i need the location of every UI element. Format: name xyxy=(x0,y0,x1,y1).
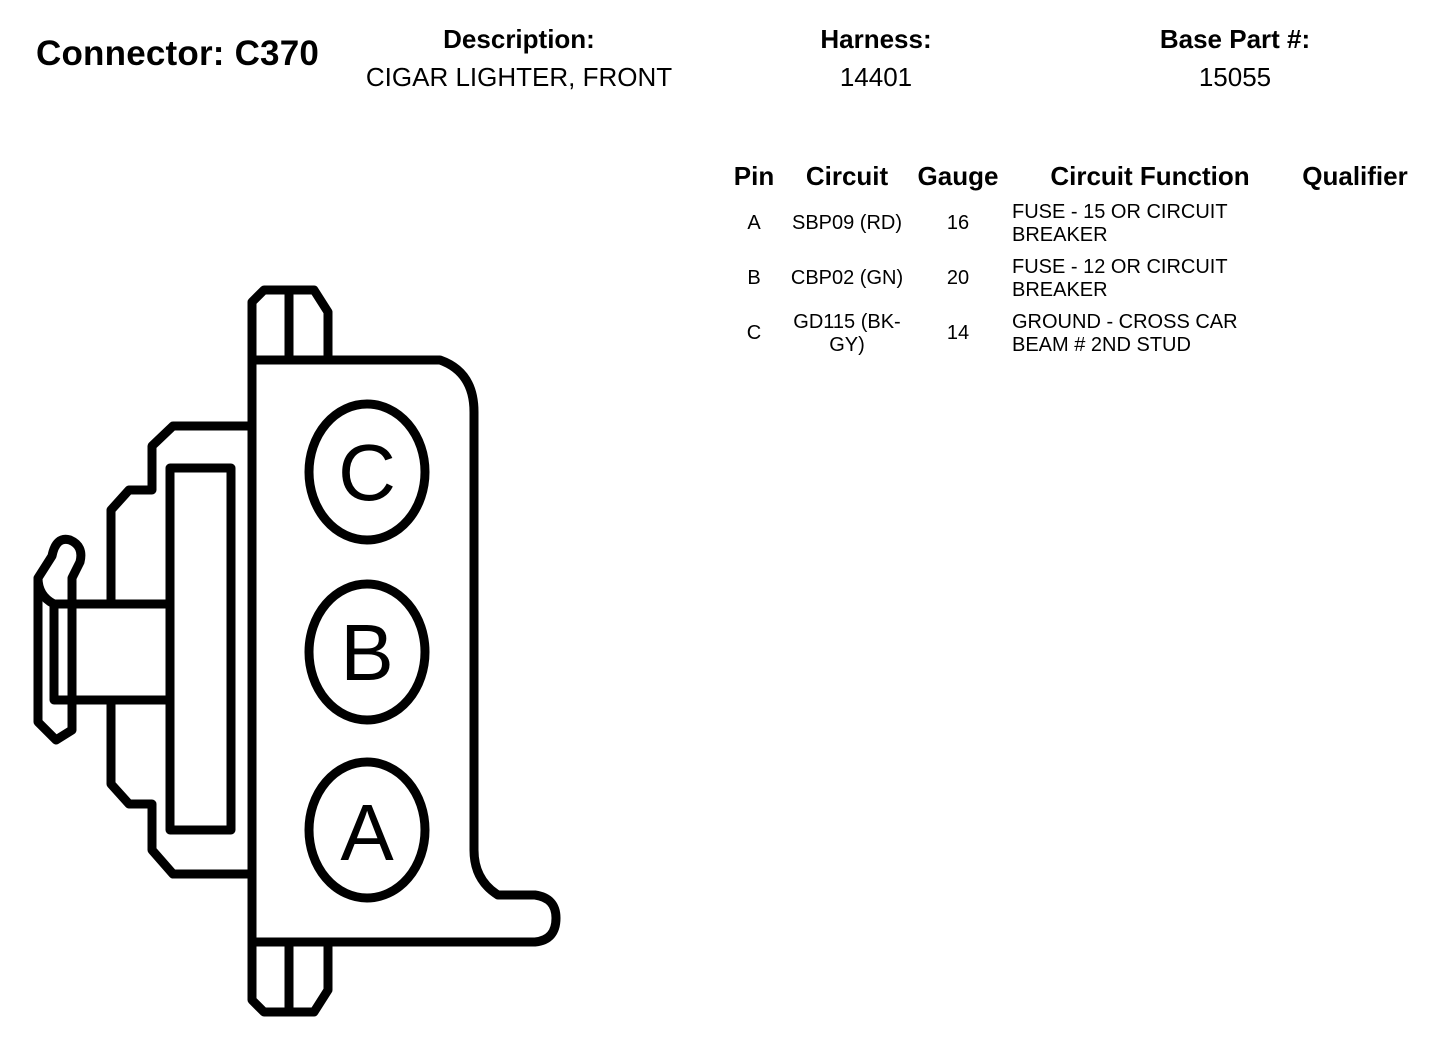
cell-function-text: FUSE - 12 OR CIRCUIT BREAKER xyxy=(1012,255,1228,301)
pin-label-a: A xyxy=(340,788,394,877)
description-value: CIGAR LIGHTER, FRONT xyxy=(365,62,673,92)
left-housing-outer xyxy=(106,421,257,609)
table-row: C GD115 (BK-GY) 14 GROUND - CROSS CAR BE… xyxy=(722,306,1418,361)
pin-table-header-row: Pin Circuit Gauge Circuit Function Quali… xyxy=(722,156,1418,196)
pin-cavity-a xyxy=(304,757,430,903)
cell-gauge: 20 xyxy=(946,267,970,289)
cell-circuit-text: SBP09 (RD) xyxy=(791,212,903,234)
pin-table: Pin Circuit Gauge Circuit Function Quali… xyxy=(722,156,1418,361)
cell-gauge: 16 xyxy=(946,212,970,234)
cell-pin: A xyxy=(747,212,761,234)
cell-circuit: GD115 (BK-GY) xyxy=(786,306,908,361)
header-circuit: Circuit xyxy=(805,160,889,191)
cell-function: FUSE - 15 OR CIRCUIT BREAKER xyxy=(1008,196,1292,251)
cell-pin: C xyxy=(746,322,762,344)
description-label: Description: xyxy=(443,24,595,54)
cell-circuit-text: GD115 (BK-GY) xyxy=(793,310,901,356)
base-part-value: 15055 xyxy=(1198,62,1272,92)
header-qualifier: Qualifier xyxy=(1302,160,1408,191)
harness-value: 14401 xyxy=(839,62,913,92)
base-part-label: Base Part #: xyxy=(1159,24,1311,54)
pin-label-b: B xyxy=(340,608,393,697)
table-row: B CBP02 (GN) 20 FUSE - 12 OR CIRCUIT BRE… xyxy=(722,251,1418,306)
wire-exit-tab xyxy=(49,599,175,705)
pin-cavity-b xyxy=(304,579,430,725)
description-block: Description: CIGAR LIGHTER, FRONT xyxy=(352,24,686,92)
pin-cavity-c xyxy=(304,399,430,545)
left-housing-inner xyxy=(165,463,236,835)
cell-circuit: SBP09 (RD) xyxy=(786,196,908,251)
cell-function: GROUND - CROSS CAR BEAM # 2ND STUD xyxy=(1008,306,1292,361)
cell-gauge: 14 xyxy=(946,322,970,344)
cell-pin: B xyxy=(747,267,761,289)
side-clip xyxy=(33,534,86,745)
cell-function-text: GROUND - CROSS CAR BEAM # 2ND STUD xyxy=(1012,310,1238,356)
header-gauge: Gauge xyxy=(917,160,999,191)
header-pin: Pin xyxy=(733,160,775,191)
cell-function: FUSE - 12 OR CIRCUIT BREAKER xyxy=(1008,251,1292,306)
cell-circuit: CBP02 (GN) xyxy=(786,251,908,306)
harness-block: Harness: 14401 xyxy=(776,24,976,92)
connector-title: Connector: C370 xyxy=(36,34,320,73)
connector-body xyxy=(247,355,561,947)
pin-label-c: C xyxy=(338,428,396,517)
cell-circuit-text: CBP02 (GN) xyxy=(790,267,904,289)
table-row: A SBP09 (RD) 16 FUSE - 15 OR CIRCUIT BRE… xyxy=(722,196,1418,251)
base-part-block: Base Part #: 15055 xyxy=(1110,24,1360,92)
header-circuit-function: Circuit Function xyxy=(1050,160,1250,191)
left-housing-outer-lower xyxy=(106,695,257,879)
harness-label: Harness: xyxy=(820,24,932,54)
cell-function-text: FUSE - 15 OR CIRCUIT BREAKER xyxy=(1012,200,1228,246)
